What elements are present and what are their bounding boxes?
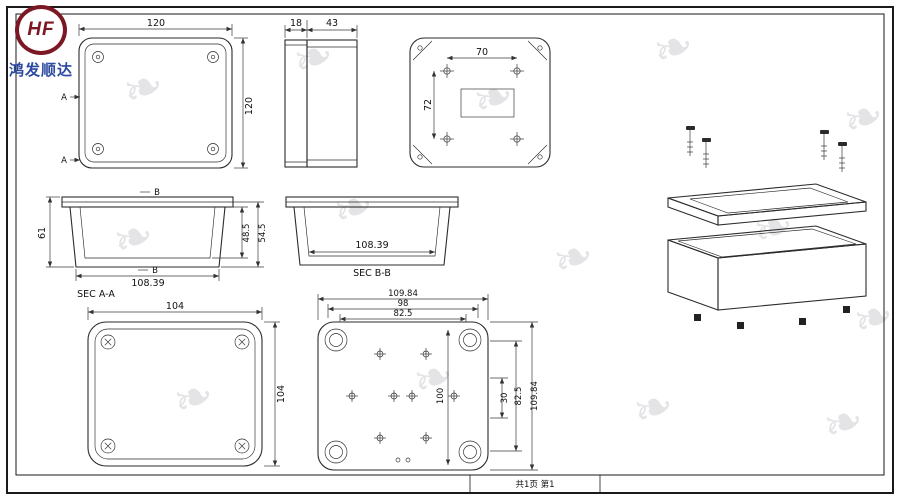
dim-secaa-inner-depth: 48.5: [242, 224, 252, 243]
dim-inner-w-mid: 98: [398, 299, 409, 309]
dim-inner-h-small: 30: [500, 393, 510, 404]
watermark-glyph: ❧: [325, 175, 382, 241]
screw-icon: [702, 138, 711, 168]
section-aa-title: SEC A-A: [77, 289, 115, 300]
watermark-glyph: ❧: [465, 65, 522, 131]
watermark-glyph: ❧: [105, 205, 162, 271]
dim-inner-w-inner: 82.5: [394, 309, 413, 319]
dim-inner-w-outer: 109.84: [388, 289, 418, 299]
section-a-label-top: A: [61, 93, 67, 103]
screw-icon: [686, 126, 695, 156]
view-section-bb: 108.39 SEC B-B: [285, 196, 459, 279]
section-b-label-top: B: [154, 188, 160, 198]
mounting-holes: [440, 64, 524, 146]
watermark-glyph: ❧: [625, 375, 682, 441]
cover-screws: [100, 334, 250, 454]
watermark-glyph: ❧: [165, 365, 222, 431]
dim-inner-h-center: 100: [436, 388, 446, 404]
watermark-glyph: ❧: [115, 55, 172, 121]
dim-bottom-width: 104: [166, 301, 184, 312]
watermark-pattern: ❧ ❧ ❧ ❧ ❧ ❧ ❧ ❧ ❧ ❧ ❧ ❧ ❧ ❧: [105, 15, 900, 456]
dim-top-width: 120: [147, 18, 165, 29]
brand-logo: HF 鸿发顺达: [9, 5, 99, 80]
watermark-glyph: ❧: [405, 345, 462, 411]
view-top-lid: 120 120 A A: [61, 18, 255, 169]
dim-secaa-body-height: 54.5: [258, 224, 268, 243]
dim-back-hole-h: 70: [476, 47, 488, 58]
watermark-glyph: ❧: [815, 390, 872, 456]
interior-holes: [346, 348, 460, 463]
drawing-frame: [6, 6, 894, 494]
logo-text: HF: [27, 19, 55, 40]
view-section-aa: 61 48.5 54.5 108.39 B B SEC A-A: [37, 188, 268, 300]
dim-secbb-width: 108.39: [355, 240, 388, 251]
dim-side-lid: 18: [290, 18, 302, 29]
dim-side-body: 43: [326, 18, 338, 29]
screw-icon: [838, 142, 847, 172]
watermark-glyph: ❧: [835, 85, 892, 151]
hf-logo-icon: HF: [15, 5, 67, 55]
dim-inner-h-mid: 82.5: [514, 387, 524, 406]
corner-bosses: [324, 328, 482, 464]
dim-back-hole-v: 72: [423, 99, 434, 111]
view-exploded: [667, 126, 867, 329]
section-b-label-bottom: B: [152, 266, 158, 276]
view-base-interior: 109.84 98 82.5 100 30 82.5 109.84: [317, 289, 540, 471]
view-back: 70 72: [409, 37, 551, 168]
view-bottom-cover: 104 104: [87, 301, 287, 467]
dim-secaa-height: 61: [37, 227, 48, 239]
dim-inner-h-outer: 109.84: [530, 381, 540, 411]
company-name: 鸿发顺达: [9, 62, 74, 79]
section-bb-title: SEC B-B: [353, 268, 391, 279]
screw-icon: [820, 130, 829, 160]
dim-secaa-width: 108.39: [131, 278, 164, 289]
watermark-glyph: ❧: [545, 225, 602, 291]
view-side: 18 43: [284, 18, 358, 168]
dim-bottom-height: 104: [276, 385, 287, 403]
watermark-glyph: ❧: [645, 15, 702, 81]
watermark-glyph: ❧: [845, 285, 900, 351]
dim-top-height: 120: [244, 97, 255, 115]
page-footer: 共1页 第1: [515, 479, 554, 490]
watermark-glyph: ❧: [285, 25, 342, 91]
section-a-label-bottom: A: [61, 156, 67, 166]
